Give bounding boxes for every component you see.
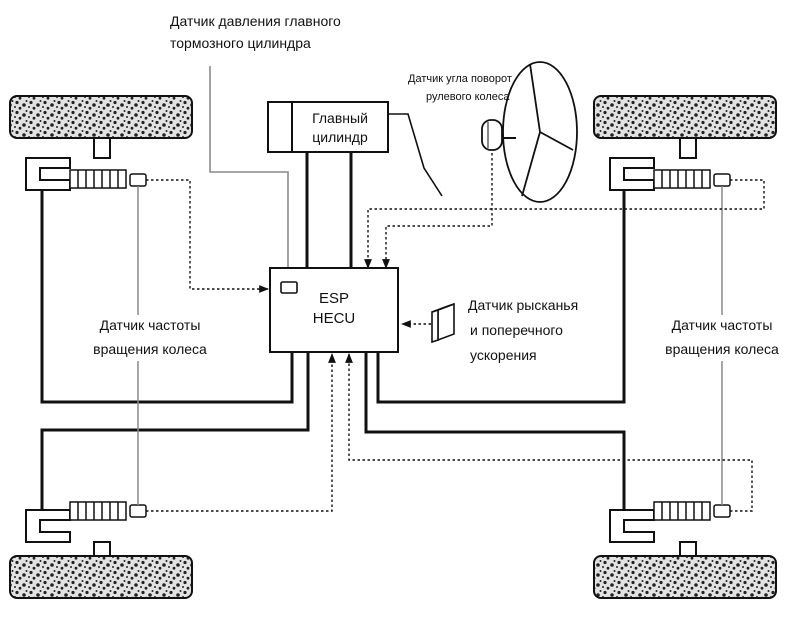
tone-ring-rear-right	[653, 501, 711, 521]
axle-front-left	[93, 137, 111, 159]
brake-lines	[40, 152, 626, 510]
axle-rear-right	[679, 541, 697, 557]
wheel-speed-sensor-front-right	[713, 173, 731, 187]
label-wheel-speed-left: Датчик частоты вращения колеса	[88, 315, 210, 361]
wheel-rear-right	[593, 501, 777, 599]
master-cylinder-label-line-2: цилиндр	[312, 129, 368, 145]
svg-text:Датчик давления главного: Датчик давления главного	[170, 13, 341, 29]
svg-text:вращения колеса: вращения колеса	[665, 341, 779, 357]
hub-rear-left	[25, 509, 71, 543]
svg-text:Датчик угла поворот: Датчик угла поворот	[408, 73, 512, 85]
signal-lines	[146, 148, 765, 512]
svg-text:вращения колеса: вращения колеса	[93, 341, 207, 357]
steering-angle-sensor	[481, 119, 503, 151]
svg-text:Датчик частоты: Датчик частоты	[100, 317, 201, 333]
tone-ring-teeth-rear-left	[77, 502, 119, 520]
signal-rear-left	[146, 353, 336, 512]
label-yaw-sensor: Датчик рысканья и поперечного ускорения	[468, 297, 578, 363]
esp-hecu-unit: ESP HECU	[269, 267, 399, 353]
axle-rear-left	[93, 541, 111, 557]
tire-rear-right	[593, 555, 777, 599]
tire-front-left	[9, 95, 193, 139]
wheel-speed-sensor-rear-right	[713, 504, 731, 518]
tire-front-right	[593, 95, 777, 139]
svg-text:ускорения: ускорения	[470, 347, 537, 363]
tone-ring-teeth-front-left	[77, 170, 119, 188]
wheel-front-right	[593, 95, 777, 191]
brake-line-front-left	[40, 188, 294, 404]
wheel-speed-sensor-rear-left	[129, 504, 147, 518]
svg-text:Датчик рысканья: Датчик рысканья	[468, 297, 578, 313]
hub-rear-right	[609, 509, 655, 543]
tone-ring-rear-left	[69, 501, 127, 521]
wheel-speed-sensor-front-left	[129, 173, 147, 187]
ecu-label-line-2: HECU	[313, 310, 356, 327]
ecu-label-line-1: ESP	[319, 290, 349, 307]
svg-text:Датчик частоты: Датчик частоты	[672, 317, 773, 333]
pressure-sensor	[280, 281, 298, 294]
wheel-front-left	[9, 95, 193, 191]
svg-text:и поперечного: и поперечного	[470, 322, 563, 338]
wheel-rear-left	[9, 501, 193, 599]
axle-front-right	[679, 137, 697, 159]
brake-line-rear-left	[40, 352, 310, 510]
pressure-sensor-lead	[209, 66, 289, 282]
brake-line-front-right	[376, 190, 626, 404]
label-steering-angle-sensor: Датчик угла поворот рулевого колеса	[408, 73, 512, 103]
hub-front-left	[25, 157, 71, 191]
brake-pedal-lever	[388, 113, 443, 197]
master-cylinder: Главный цилиндр	[267, 101, 389, 153]
svg-text:рулевого колеса: рулевого колеса	[426, 91, 510, 103]
signal-rear-right	[345, 353, 753, 512]
master-cylinder-label-line-1: Главный	[312, 110, 368, 126]
tire-rear-left	[9, 555, 193, 599]
yaw-rate-sensor	[431, 302, 455, 344]
wheel-sensor-thin-lines	[137, 186, 723, 505]
tone-ring-teeth-rear-right	[661, 502, 703, 520]
signal-steering	[382, 148, 493, 269]
label-wheel-speed-right: Датчик частоты вращения колеса	[664, 315, 784, 361]
steering-wheel	[502, 61, 578, 203]
hub-front-right	[609, 157, 655, 191]
label-master-pressure-sensor: Датчик давления главного тормозного цили…	[170, 13, 341, 51]
tone-ring-teeth-front-right	[661, 170, 703, 188]
tone-ring-front-left	[69, 169, 127, 189]
brake-line-rear-right	[364, 352, 626, 510]
signal-front-right	[364, 179, 765, 269]
signal-front-left	[146, 179, 269, 293]
svg-text:тормозного цилиндра: тормозного цилиндра	[170, 35, 311, 51]
tone-ring-front-right	[653, 169, 711, 189]
